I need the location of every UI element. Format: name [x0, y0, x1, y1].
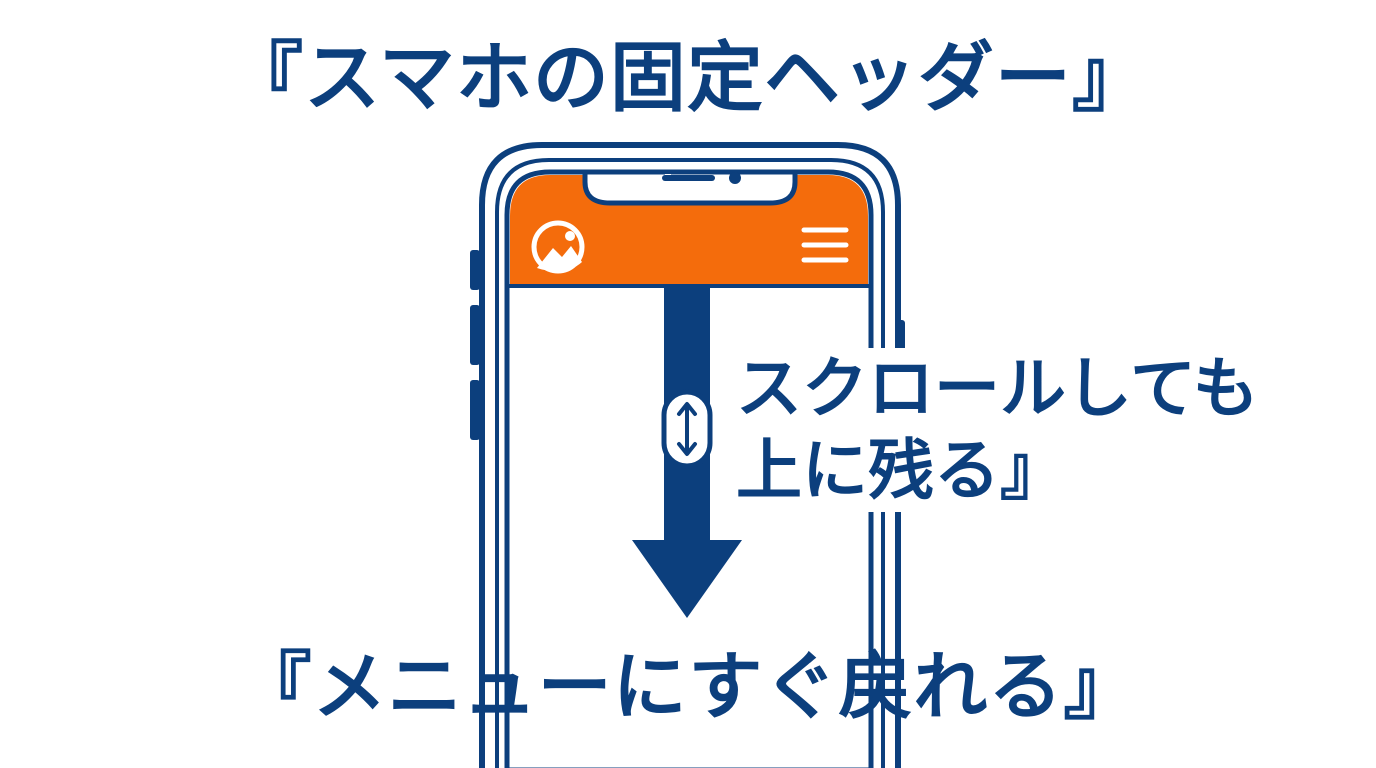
phone-side-button-3 [470, 380, 480, 440]
phone-camera [729, 172, 741, 184]
side-caption-line-1: スクロールしても [736, 350, 1259, 427]
mountain-logo-icon[interactable] [531, 220, 585, 274]
hamburger-menu-icon[interactable] [801, 227, 849, 263]
scroll-up-down-icon [661, 389, 713, 469]
bottom-caption: 『メニューにすぐ戻れる』 [237, 644, 1139, 730]
side-caption-line-2: 上に残る』 [736, 432, 1066, 509]
phone-notch [582, 169, 798, 206]
side-caption: スクロールしても 上に残る』 [730, 348, 1265, 512]
phone-side-button-1 [470, 250, 480, 290]
phone-outer-frame [479, 142, 901, 768]
phone-side-button-2 [470, 305, 480, 365]
phone-inner-frame [495, 158, 885, 768]
title: 『スマホの固定ヘッダー』 [227, 33, 1149, 122]
